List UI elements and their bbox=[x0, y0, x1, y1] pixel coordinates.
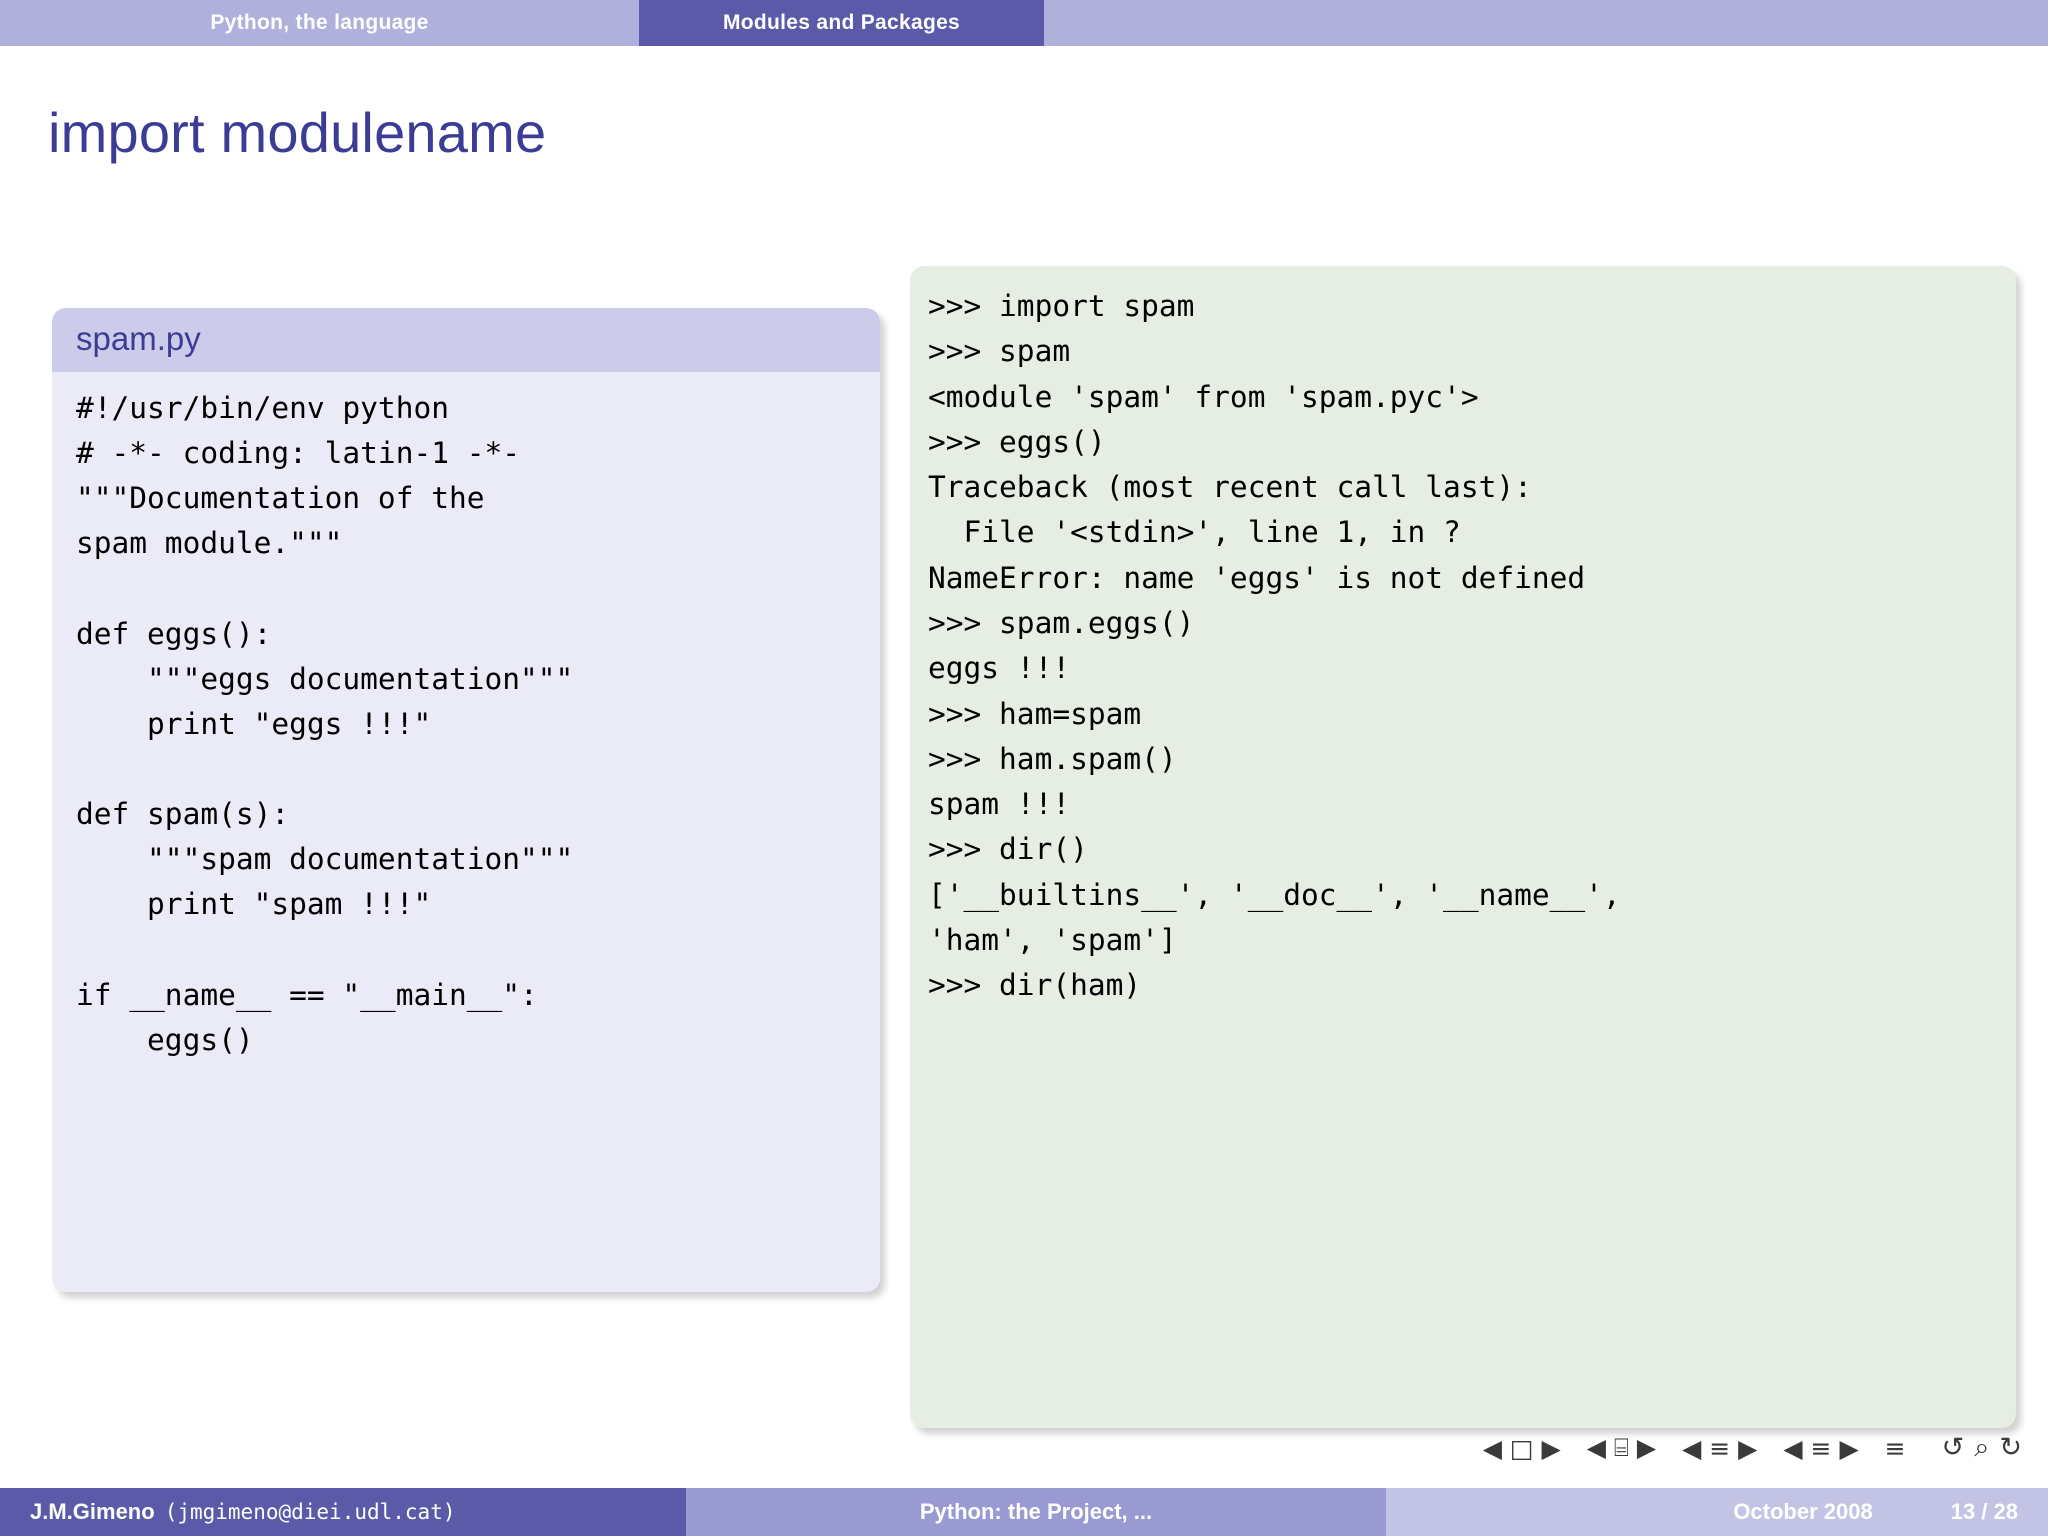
nav-prev-frame-icon[interactable]: ◀ ⌸ ▶ bbox=[1586, 1433, 1657, 1462]
footer-date: October 2008 bbox=[1733, 1499, 1873, 1524]
footer-author-email: (jmgimeno@diei.udl.cat) bbox=[164, 1500, 456, 1524]
footer-author: J.M.Gimeno (jmgimeno@diei.udl.cat) bbox=[0, 1488, 686, 1536]
code-block-spam-py: spam.py #!/usr/bin/env python # -*- codi… bbox=[52, 308, 880, 1292]
code-block-title: spam.py bbox=[52, 308, 880, 372]
top-navigation-bar: Python, the language Modules and Package… bbox=[0, 0, 2048, 46]
nav-search-icon[interactable]: ⌕ bbox=[1974, 1432, 1990, 1463]
console-session-block: >>> import spam >>> spam <module 'spam' … bbox=[910, 266, 2016, 1428]
topbar-section-language[interactable]: Python, the language bbox=[0, 0, 639, 46]
topbar-section-modules[interactable]: Modules and Packages bbox=[639, 0, 1044, 46]
nav-first-slide-icon[interactable]: ◀ □ ▶ bbox=[1482, 1433, 1561, 1463]
footer-page-number: 13 / 28 bbox=[1950, 1499, 2018, 1524]
topbar-section-empty bbox=[1044, 0, 2048, 46]
footer-meta: October 2008 13 / 28 bbox=[1386, 1488, 2048, 1536]
page-title: import modulename bbox=[48, 101, 547, 164]
footer-author-name: J.M.Gimeno bbox=[30, 1499, 155, 1524]
nav-next-slide-icon[interactable]: ◀ ≡ ▶ bbox=[1783, 1433, 1859, 1463]
nav-last-slide-icon[interactable]: ≡ bbox=[1884, 1433, 1906, 1463]
beamer-navigation-bar[interactable]: ◀ □ ▶ ◀ ⌸ ▶ ◀ ≡ ▶ ◀ ≡ ▶ ≡ ↺ ⌕ ↻ bbox=[1457, 1432, 2022, 1464]
nav-forward-icon[interactable]: ↻ bbox=[1999, 1432, 2022, 1463]
nav-prev-slide-icon[interactable]: ◀ ≡ ▶ bbox=[1682, 1433, 1758, 1463]
console-session-text: >>> import spam >>> spam <module 'spam' … bbox=[928, 289, 1621, 1003]
footer-bar: J.M.Gimeno (jmgimeno@diei.udl.cat) Pytho… bbox=[0, 1488, 2048, 1536]
code-block-source: #!/usr/bin/env python # -*- coding: lati… bbox=[52, 372, 880, 1292]
footer-talk-title: Python: the Project, ... bbox=[686, 1488, 1386, 1536]
nav-back-icon[interactable]: ↺ bbox=[1941, 1432, 1965, 1463]
